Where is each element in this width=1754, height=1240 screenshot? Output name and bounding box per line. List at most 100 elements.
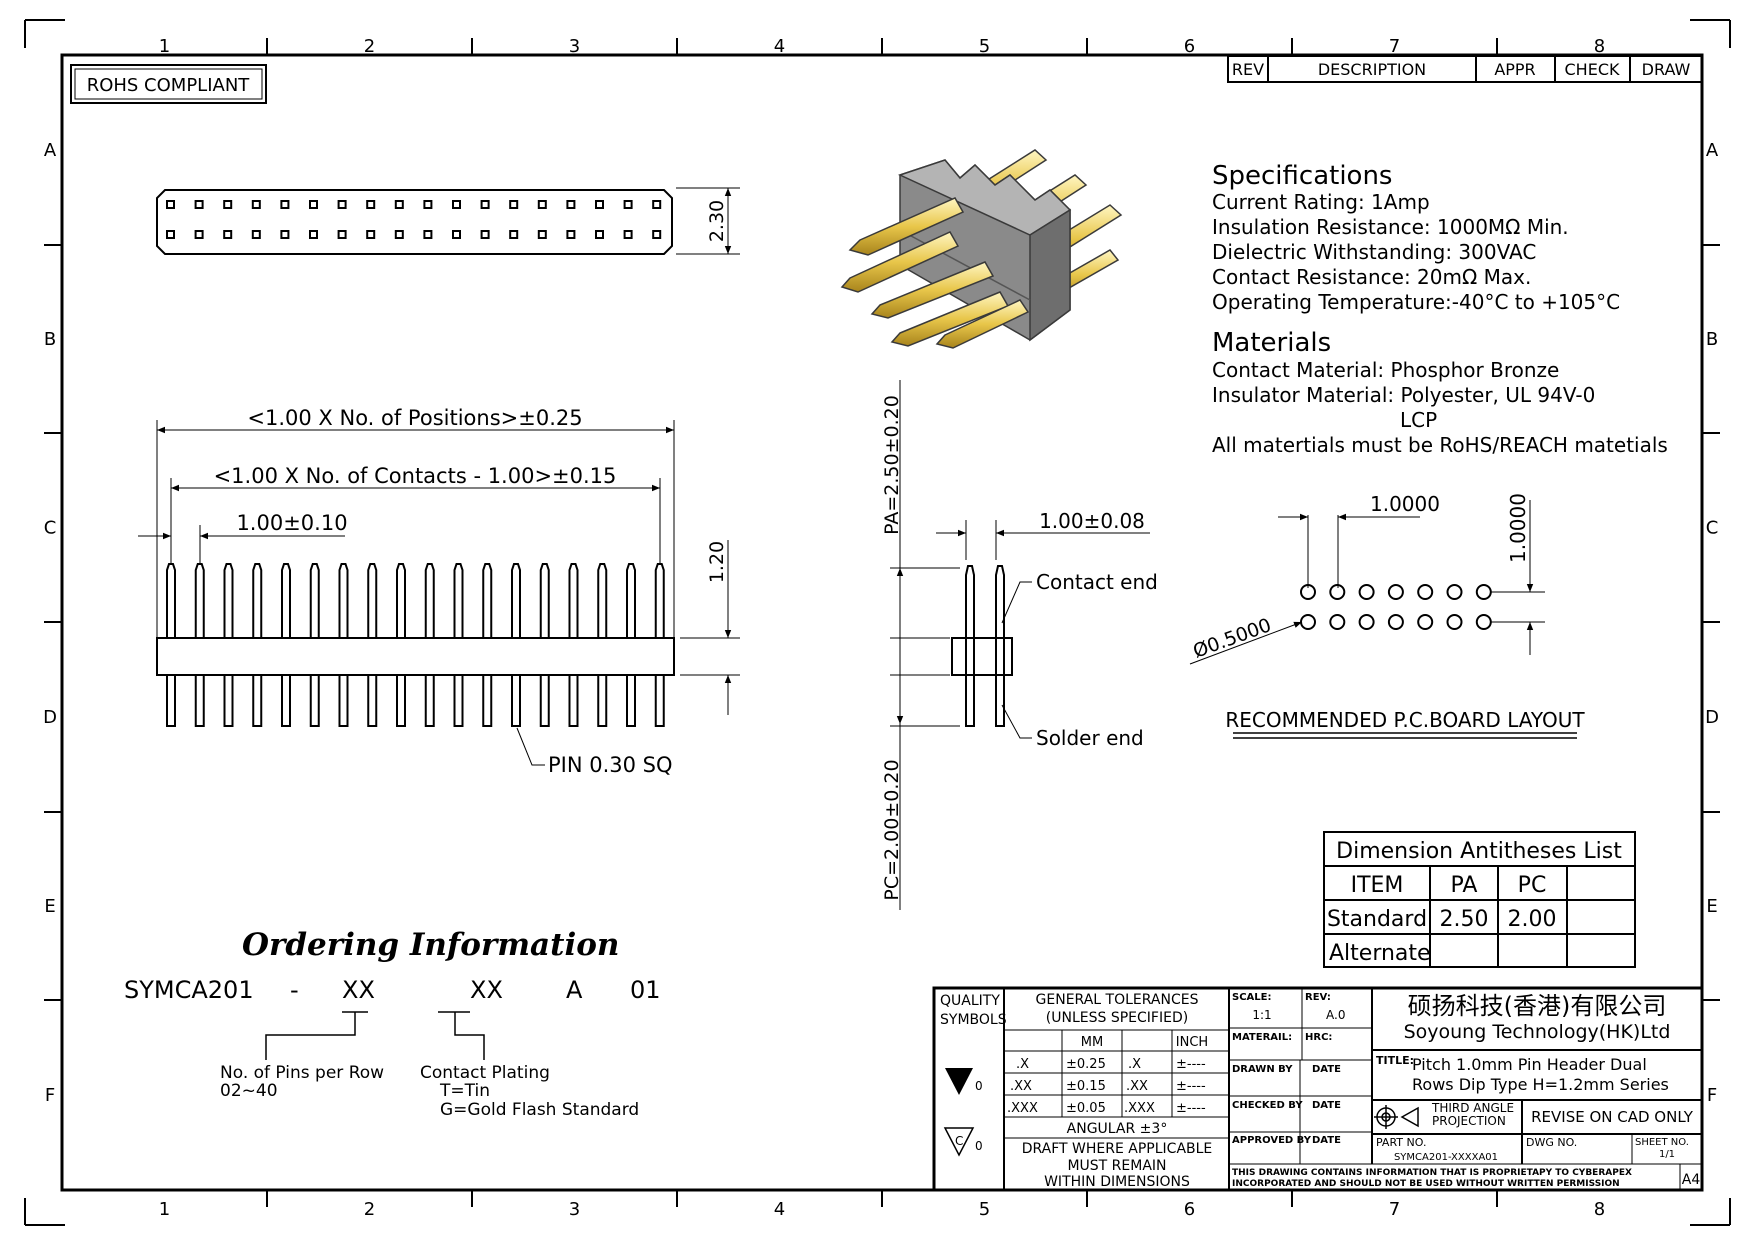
sheet-no-value: 1/1 (1659, 1149, 1675, 1160)
zone-column-label: 2 (364, 36, 375, 57)
zone-row-label: F (1707, 1085, 1717, 1106)
drawing-title-1: Pitch 1.0mm Pin Header Dual (1412, 1055, 1647, 1074)
sheet-size: A4 (1682, 1172, 1701, 1188)
pin-hole (423, 230, 433, 239)
part-code-dash: - (290, 976, 299, 1004)
zone-row-label: D (1705, 707, 1719, 728)
material-line: Contact Material: Phosphor Bronze (1212, 358, 1559, 382)
description-header: DESCRIPTION (1318, 60, 1426, 79)
pin-hole (280, 230, 290, 239)
zone-row-label: C (44, 518, 57, 539)
pcb-hole (1329, 614, 1346, 630)
header-pin (338, 563, 349, 638)
tol-cell: .X (1016, 1057, 1029, 1072)
specifications-title: Specifications (1212, 161, 1392, 191)
tol-cell: .XX (1126, 1079, 1148, 1094)
pcb-pitch-y-dim: 1.0000 (1506, 493, 1530, 563)
pin-hole (223, 230, 233, 239)
ordering-information: Ordering Information SYMCA201 - XX XX A … (124, 927, 661, 1120)
dim-header-pc: PC (1518, 873, 1547, 898)
zone-row-label: C (1706, 518, 1719, 539)
zone-column-label: 8 (1594, 36, 1605, 57)
header-pin (194, 675, 205, 727)
pin-hole (251, 200, 261, 209)
header-pin (338, 675, 349, 727)
material-line: All matertials must be RoHS/REACH mateti… (1212, 433, 1668, 457)
pin-hole (309, 230, 318, 239)
pin-hole (452, 200, 461, 209)
general-tolerances-label: GENERAL TOLERANCES (1036, 992, 1199, 1008)
pin-hole (595, 200, 604, 209)
header-pin (281, 675, 291, 727)
pin-hole (595, 230, 604, 239)
header-pin (252, 563, 263, 638)
revise-on-cad: REVISE ON CAD ONLY (1531, 1108, 1694, 1126)
title-block: QUALITY SYMBOLS 0 C 0 GENERAL TOLERANCES… (932, 986, 1704, 1192)
pin-hole (309, 200, 318, 209)
materials-title: Materials (1212, 328, 1331, 358)
header-pin (223, 675, 234, 727)
header-pin (511, 563, 521, 638)
appr-header: APPR (1494, 60, 1535, 79)
part-code-base: SYMCA201 (124, 976, 254, 1004)
plating-gold: G=Gold Flash Standard (440, 1100, 639, 1120)
header-pin (568, 675, 579, 727)
header-pin (309, 675, 320, 727)
tol-cell: ±---- (1176, 1057, 1206, 1072)
proprietary-notice-1: THIS DRAWING CONTAINS INFORMATION THAT I… (1232, 1168, 1632, 1178)
unless-specified-label: (UNLESS SPECIFIED) (1046, 1010, 1188, 1026)
pcb-hole (1417, 584, 1434, 600)
pin-hole (251, 230, 261, 239)
spec-line: Contact Resistance: 20mΩ Max. (1212, 265, 1531, 289)
pin-hole (337, 230, 347, 239)
dim-header-pa: PA (1451, 873, 1478, 898)
mm-header: MM (1081, 1035, 1103, 1050)
tol-cell: .XX (1010, 1079, 1032, 1094)
projection-label-1: THIRD ANGLE (1431, 1101, 1514, 1115)
pin-hole (452, 230, 461, 239)
rev-header: REV (1232, 60, 1264, 79)
header-pin (453, 675, 464, 727)
header-pin (396, 563, 406, 638)
scale-value: 1:1 (1252, 1008, 1271, 1022)
zone-row-label: B (44, 329, 56, 350)
spec-line: Insulation Resistance: 1000MΩ Min. (1212, 215, 1569, 239)
revision-table: REV DESCRIPTION APPR CHECK DRAW (1227, 55, 1703, 83)
pin-hole (623, 200, 633, 209)
company-name-cn: 硕扬科技(香港)有限公司 (1408, 992, 1667, 1020)
part-code-pins: XX (342, 976, 375, 1004)
pin-hole (223, 200, 233, 209)
filled-triangle-icon (945, 1068, 973, 1095)
pcb-hole (1387, 614, 1404, 630)
pin-hole (537, 230, 547, 239)
pin-hole (423, 200, 433, 209)
rev-value: A.0 (1326, 1008, 1345, 1022)
zone-row-label: D (43, 707, 57, 728)
side-view: PA=2.50±0.20 PC=2.00±0.20 1.00±0.08 Cont… (881, 380, 1158, 910)
proprietary-notice-2: INCORPORATED AND SHOULD NOT BE USED WITH… (1232, 1179, 1620, 1189)
top-view-height-dim: 2.30 (706, 200, 728, 242)
part-code-plating: XX (470, 976, 503, 1004)
header-pin (482, 563, 493, 638)
draft-note-2: MUST REMAIN (1067, 1158, 1166, 1174)
header-pin (252, 675, 263, 727)
pin-hole (280, 200, 290, 209)
pcb-hole (1358, 584, 1375, 600)
pin-hole (394, 230, 404, 239)
zone-column-label: 8 (1594, 1199, 1605, 1220)
plating-label: Contact Plating (420, 1063, 550, 1083)
header-pin (367, 675, 378, 727)
pc-dim: PC=2.00±0.20 (881, 759, 903, 900)
quality-label: QUALITY (940, 993, 1000, 1009)
rohs-box: ROHS COMPLIANT (70, 64, 267, 104)
pin-hole (652, 200, 662, 209)
pin-size-note: PIN 0.30 SQ (548, 753, 673, 777)
body-height-dim: 1.20 (706, 541, 728, 583)
dim-row-label: Alternate (1329, 941, 1431, 966)
draw-header: DRAW (1642, 60, 1691, 79)
symbols-label: SYMBOLS (940, 1012, 1007, 1028)
header-pin (367, 563, 378, 638)
zone-column-label: 2 (364, 1199, 375, 1220)
drawn-by-label: DRAWN BY (1232, 1064, 1293, 1075)
